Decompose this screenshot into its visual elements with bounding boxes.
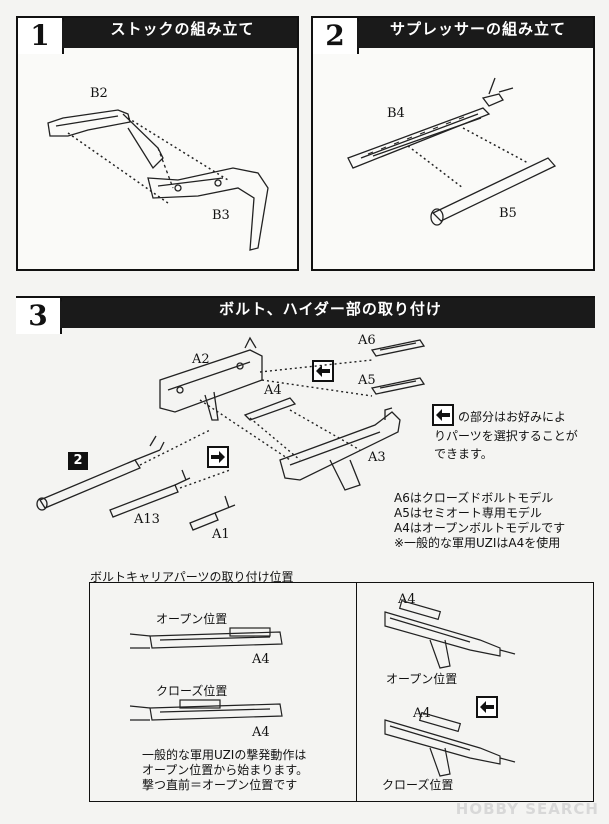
- right-close-position-label: クローズ位置: [382, 778, 454, 792]
- bolt-position-divider: [356, 582, 357, 802]
- choice-note-line: りパーツを選択することが: [434, 429, 578, 443]
- choice-arrow-icon: [432, 404, 454, 426]
- step2-header: 2 サプレッサーの組み立て: [313, 18, 593, 54]
- step1-panel: 1 ストックの組み立て B2 B3: [16, 16, 299, 271]
- step3-number: 3: [16, 298, 74, 334]
- choice-arrow-icon: [476, 696, 498, 718]
- choice-note-line: できます。: [434, 447, 493, 461]
- part-label-a1: A1: [212, 527, 230, 542]
- part-label-a5: A5: [358, 373, 376, 388]
- open-a4-label: A4: [252, 652, 270, 667]
- part-label-a3: A3: [368, 450, 386, 465]
- step2-number: 2: [313, 18, 371, 54]
- bolt-explain-line: オープン位置から始まります。: [142, 763, 309, 777]
- close-position-label: クローズ位置: [156, 684, 228, 698]
- ref-step2-badge: 2: [68, 452, 88, 470]
- model-note-military: ※一般的な軍用UZIはA4を使用: [394, 536, 561, 550]
- model-notes: A6はクローズドボルトモデル A5はセミオート専用モデル A4はオープンボルトモ…: [394, 491, 565, 551]
- bolt-hider-drawing: [36, 336, 426, 531]
- model-note-a4: A4はオープンボルトモデルです: [394, 521, 566, 535]
- bolt-explain-line: 撃つ直前＝オープン位置です: [142, 778, 298, 792]
- watermark-logo: HOBBY SEARCH: [455, 800, 599, 818]
- step3-header: 3 ボルト、ハイダー部の取り付け: [16, 298, 595, 334]
- choice-note-line: の部分はお好みによ: [458, 410, 567, 424]
- stock-drawing: [47, 109, 269, 251]
- close-a4-label: A4: [252, 725, 270, 740]
- part-label-b2: B2: [90, 86, 108, 101]
- step2-panel: 2 サプレッサーの組み立て B4 B5: [311, 16, 595, 271]
- step1-header: 1 ストックの組み立て: [18, 18, 297, 54]
- bolt-position-box: [89, 582, 594, 802]
- step1-title: ストックの組み立て: [110, 20, 255, 38]
- part-label-a13: A13: [134, 512, 160, 527]
- step2-title: サプレッサーの組み立て: [389, 20, 566, 38]
- model-note-a6: A6はクローズドボルトモデル: [394, 491, 554, 505]
- suppressor-drawing: [347, 77, 557, 226]
- part-label-b4: B4: [387, 106, 405, 121]
- bolt-explain: 一般的な軍用UZIの撃発動作は オープン位置から始まります。 撃つ直前＝オープン…: [142, 748, 308, 793]
- bolt-section-heading: ボルトキャリアパーツの取り付け位置: [90, 570, 294, 584]
- part-label-a2: A2: [192, 352, 210, 367]
- right-open-position-label: オープン位置: [386, 672, 458, 686]
- part-label-a4: A4: [264, 383, 282, 398]
- choice-note: の部分はお好みによ: [458, 410, 566, 425]
- bolt-explain-line: 一般的な軍用UZIの撃発動作は: [142, 748, 307, 762]
- choice-arrow-icon: [207, 446, 229, 468]
- step1-number: 1: [18, 18, 76, 54]
- model-note-a5: A5はセミオート専用モデル: [394, 506, 542, 520]
- step3-panel: 3 ボルト、ハイダー部の取り付け: [16, 296, 595, 560]
- choice-note-cont: りパーツを選択することが できます。: [434, 429, 578, 462]
- part-label-b3: B3: [212, 208, 230, 223]
- choice-arrow-icon: [312, 360, 334, 382]
- open-position-label: オープン位置: [156, 612, 228, 626]
- step3-title: ボルト、ハイダー部の取り付け: [219, 300, 442, 318]
- part-label-a6: A6: [358, 333, 376, 348]
- part-label-b5: B5: [499, 206, 517, 221]
